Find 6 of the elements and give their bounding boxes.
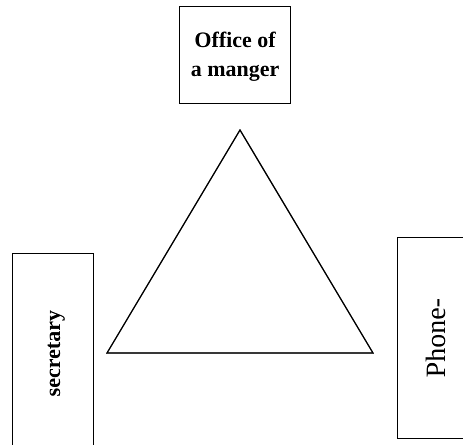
- box-label: secretary: [38, 310, 66, 396]
- box-label: Phone-: [420, 298, 453, 378]
- label-box: [397, 237, 463, 439]
- label-box: [179, 6, 291, 104]
- box-label: Office of a manger: [190, 26, 280, 83]
- label-box: [12, 253, 94, 445]
